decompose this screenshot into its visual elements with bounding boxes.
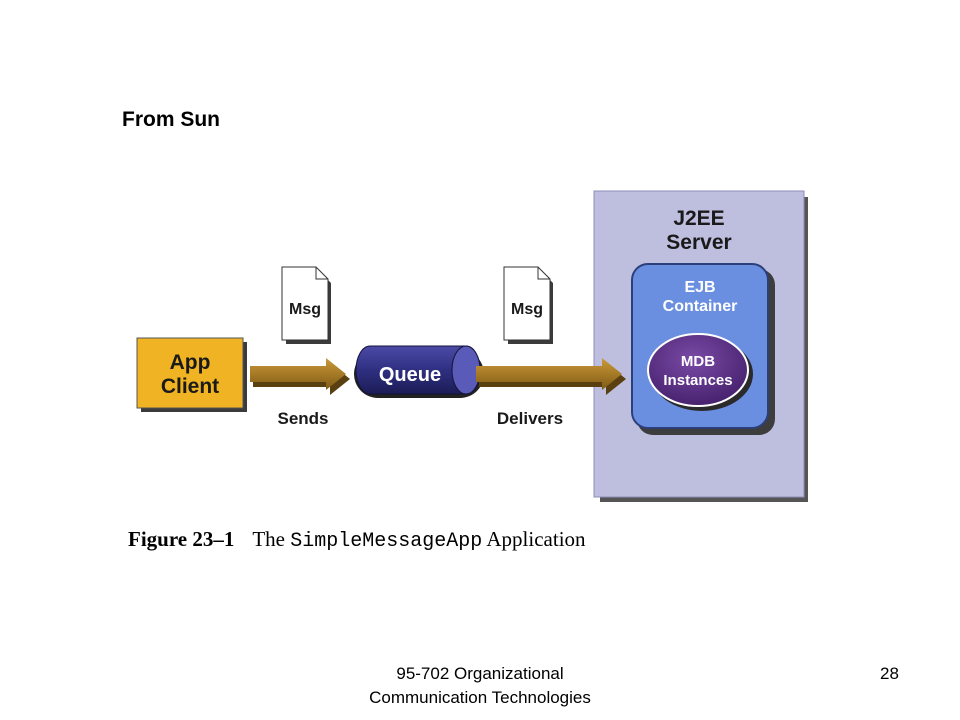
figure-caption: Figure 23–1 The SimpleMessageApp Applicat… (128, 527, 586, 553)
footer-line-2: Communication Technologies (369, 688, 591, 707)
msg-label-delivered: Msg (511, 301, 543, 318)
sends-arrow (250, 358, 350, 395)
slide-footer: 95-702 Organizational Communication Tech… (330, 662, 630, 710)
app-client-box: App Client (136, 337, 247, 412)
caption-suffix: Application (486, 527, 586, 551)
container-label-line1: EJB (684, 279, 715, 296)
queue-label: Queue (379, 364, 441, 386)
figure-number: Figure 23–1 (128, 527, 235, 551)
footer-line-1: 95-702 Organizational (396, 664, 564, 683)
mdb-instances-ellipse: MDB Instances (647, 333, 753, 411)
server-label-line1: J2EE (673, 207, 724, 230)
caption-prefix: The (252, 527, 286, 551)
caption-code: SimpleMessageApp (290, 530, 483, 553)
mdb-label-line2: Instances (663, 372, 732, 389)
container-label-line2: Container (663, 298, 738, 315)
app-client-label-line1: App (170, 351, 211, 374)
slide-heading: From Sun (122, 108, 220, 131)
delivers-label: Delivers (497, 409, 563, 428)
queue-cylinder: Queue (354, 345, 484, 398)
delivers-arrow (476, 358, 626, 395)
sends-label: Sends (277, 409, 328, 428)
app-client-label-line2: Client (161, 375, 219, 398)
message-document-sent: Msg (281, 266, 331, 344)
mdb-label-line1: MDB (681, 353, 715, 370)
message-document-delivered: Msg (503, 266, 553, 344)
msg-label-sent: Msg (289, 301, 321, 318)
page-number: 28 (880, 664, 899, 683)
server-label-line2: Server (666, 231, 731, 254)
